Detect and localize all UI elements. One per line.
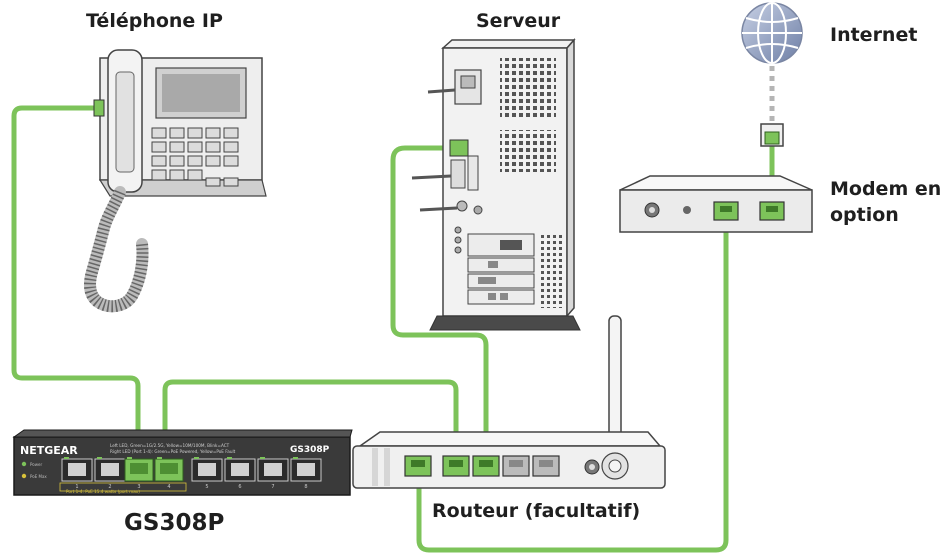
switch-model-label: GS308P	[290, 445, 330, 455]
switch-port-number: 7	[271, 484, 274, 490]
switch-power-led-label: Power	[30, 462, 42, 467]
internet-globe-icon	[741, 2, 803, 64]
switch-port-number: 3	[137, 484, 140, 490]
server-tower	[411, 38, 581, 331]
internet-label: Internet	[830, 24, 918, 46]
switch-port-number: 2	[108, 484, 111, 490]
modem-device	[619, 175, 813, 233]
switch-label: GS308P	[124, 510, 225, 536]
switch-led-text-2: Right LED (Port 1-4): Green=PoE Powered,…	[110, 449, 236, 454]
cable-phone-switch	[11, 105, 141, 458]
cable-router-modem	[416, 213, 729, 553]
wall-jack-icon	[760, 123, 784, 147]
router-device	[352, 315, 666, 489]
server-network-port	[449, 139, 469, 157]
switch-port-number: 6	[238, 484, 241, 490]
switch-brand-label: NETGEAR	[20, 444, 78, 457]
switch-port-number: 8	[304, 484, 307, 490]
phone-label: Téléphone IP	[86, 10, 223, 32]
cable-server-router	[390, 145, 489, 459]
switch-led-text-1: Left LED, Green=1G/2.5G, Yellow=10M/100M…	[110, 443, 230, 448]
switch-port-number: 5	[205, 484, 208, 490]
modem-label-line1: Modem en	[830, 178, 940, 200]
switch-poe-max-label: PoE Max	[30, 474, 47, 479]
modem-label-line2: option	[830, 204, 899, 226]
server-label: Serveur	[476, 10, 561, 32]
switch-ports	[61, 458, 322, 482]
router-label: Routeur (facultatif)	[432, 500, 641, 522]
gs308p-switch: NETGEAR Left LED, Green=1G/2.5G, Yellow=…	[12, 429, 353, 496]
switch-port-number: 1	[75, 484, 78, 490]
switch-port-number: 4	[167, 484, 170, 490]
switch-poe-note: Port 1-4: PoE 15.4 watts (port max)	[66, 489, 140, 494]
phone-network-port	[93, 99, 105, 117]
ip-phone	[84, 49, 267, 313]
cable-switch-router	[162, 379, 459, 459]
modem-reset-button	[683, 206, 691, 214]
